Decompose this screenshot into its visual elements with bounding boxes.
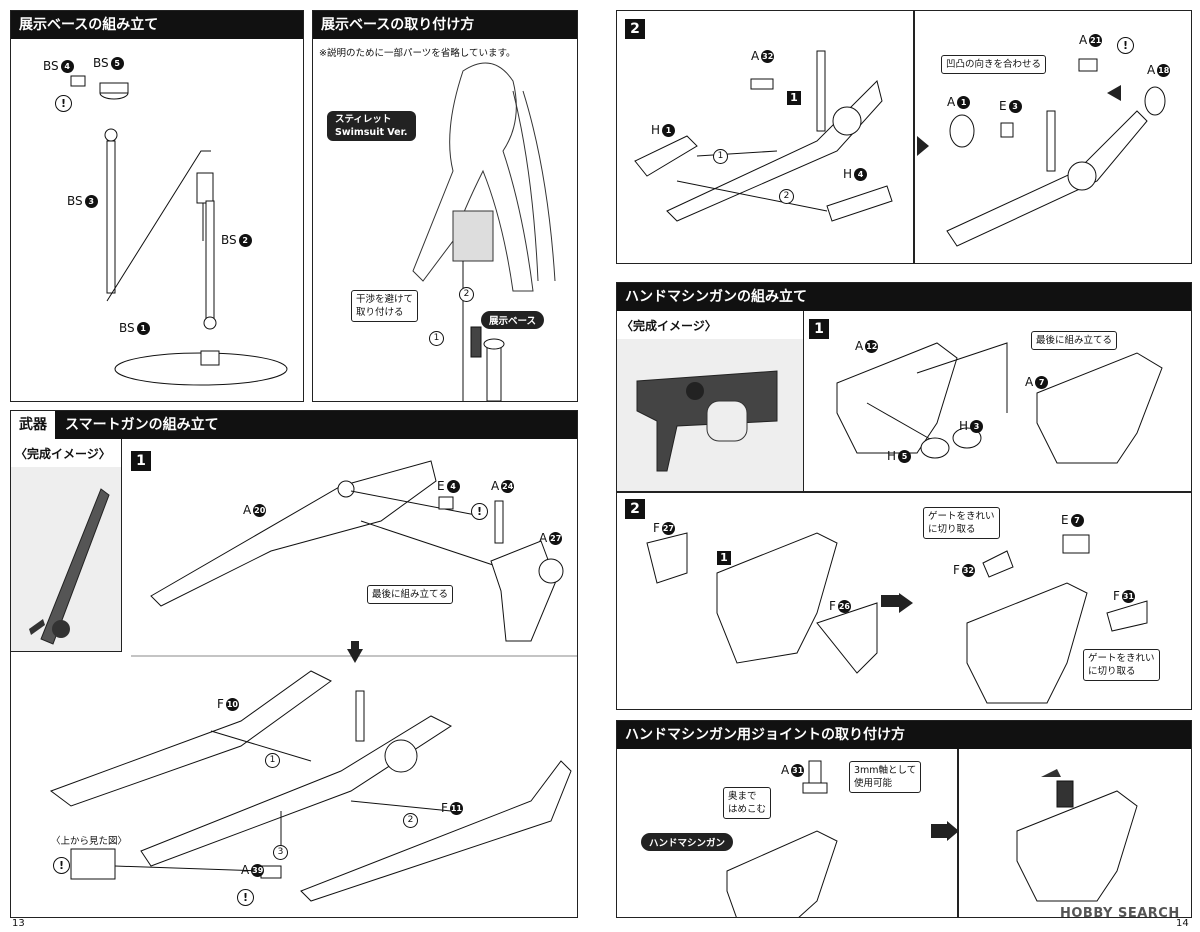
smart-gun-photo (11, 467, 121, 651)
step-2: 2 (625, 19, 645, 39)
gun-step2-illustration (634, 50, 1166, 247)
sub-step-1: 1 (787, 91, 801, 105)
warning-icon: ! (1117, 37, 1134, 54)
page-number-left: 13 (12, 918, 25, 929)
warning-icon: ! (471, 503, 488, 520)
step-number-2: 2 (459, 287, 474, 302)
warning-icon: ! (53, 857, 70, 874)
gate-callout: ゲートをきれい に切り取る (1083, 649, 1160, 681)
base-assembly-illustration (70, 75, 288, 386)
completed-image-box: 〈完成イメージ〉 (617, 311, 804, 492)
gun-tag: ハンドマシンガン (641, 833, 734, 851)
panel-title: 武器スマートガンの組み立て (11, 411, 577, 439)
image-caption: 〈完成イメージ〉 (15, 447, 111, 461)
hand-mg-step1-illustration (646, 342, 1163, 704)
align-callout: 凹凸の向きを合わせる (941, 55, 1047, 74)
omission-note: ※説明のために一部パーツを省略しています。 (319, 48, 516, 59)
joint-illustration (726, 760, 1138, 917)
base-tag: 展示ベース (481, 311, 545, 329)
warning-icon: ! (55, 95, 72, 112)
last-callout: 最後に組み立てる (367, 585, 454, 604)
weapon-tag: 武器 (11, 411, 57, 439)
image-caption: 〈完成イメージ〉 (621, 319, 717, 333)
panel-title: 展示ベースの組み立て (11, 11, 303, 39)
panel-title: 展示ベースの取り付け方 (313, 11, 577, 39)
step-number-2: 2 (403, 813, 418, 828)
panel-title: ハンドマシンガンの組み立て (617, 283, 1191, 311)
completed-image-box: 〈完成イメージ〉 (11, 439, 122, 652)
step-number-3: 3 (273, 845, 288, 860)
axis-callout: 3mm軸として 使用可能 (849, 761, 922, 793)
character-tag: スティレット Swimsuit Ver. (327, 111, 416, 141)
step-number-1: 1 (713, 149, 728, 164)
top-view-caption: 〈上から見た図〉 (51, 836, 128, 847)
smart-gun-step1-illustration (49, 460, 577, 902)
avoid-callout: 干渉を避けて 取り付ける (351, 290, 419, 322)
divider (617, 491, 1191, 493)
divider (913, 11, 915, 263)
step-number-2: 2 (779, 189, 794, 204)
panel-base-mount: 展示ベースの取り付け方 ※説明のために一部パーツを省略しています。 スティレット… (312, 10, 578, 402)
sub-step-1: 1 (717, 551, 731, 565)
step-2: 2 (625, 499, 645, 519)
step-number-1: 1 (429, 331, 444, 346)
last-callout: 最後に組み立てる (1031, 331, 1118, 350)
page-number-right: 14 (1176, 918, 1189, 929)
step-number-1: 1 (265, 753, 280, 768)
warning-icon: ! (237, 889, 254, 906)
step-1: 1 (809, 319, 829, 339)
watermark: HOBBY SEARCH (1060, 906, 1180, 921)
gate-callout: ゲートをきれい に切り取る (923, 507, 1000, 539)
divider (957, 749, 959, 917)
panel-title: ハンドマシンガン用ジョイントの取り付け方 (617, 721, 1191, 749)
step-1: 1 (131, 451, 151, 471)
hand-mg-photo (617, 339, 803, 491)
figure-illustration (412, 62, 556, 401)
push-callout: 奥まで はめこむ (723, 787, 772, 819)
